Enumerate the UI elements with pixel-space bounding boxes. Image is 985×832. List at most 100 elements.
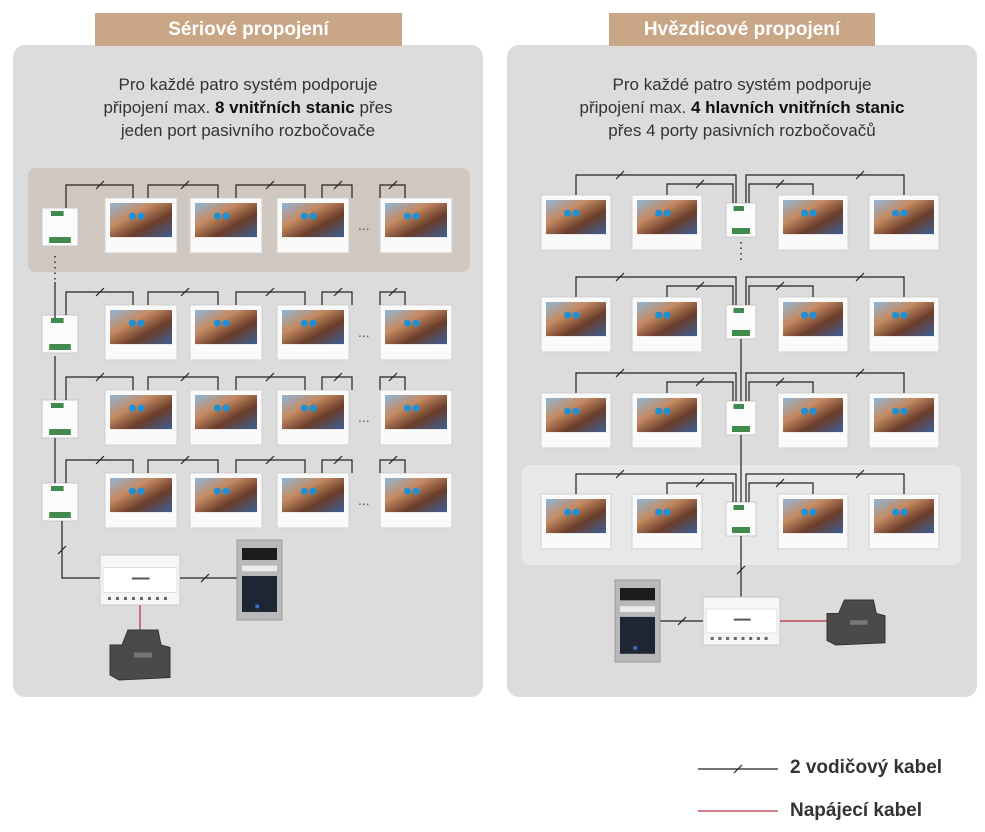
passive-splitter [41, 207, 79, 247]
monitor-screen [546, 302, 606, 337]
door-station [236, 539, 283, 621]
monitor-screen-detail [900, 209, 908, 217]
monitor-screen-detail [412, 404, 420, 412]
door-station-nameplate [242, 565, 277, 572]
bus-cable [745, 372, 905, 401]
monitor-screen-detail [137, 487, 145, 495]
bus-cable [748, 381, 814, 401]
indoor-monitor [189, 304, 263, 361]
cable-slash-mark [180, 287, 190, 297]
monitor-screen [110, 203, 172, 238]
bus-cable [321, 459, 353, 473]
indoor-monitor [276, 304, 350, 361]
bus-cable [745, 174, 905, 203]
passive-splitter [725, 400, 757, 436]
indoor-monitor [868, 493, 940, 550]
indoor-monitor [777, 392, 849, 449]
power-supply-label [850, 620, 868, 625]
bus-cable [321, 291, 353, 305]
indoor-monitor [104, 472, 178, 529]
monitor-screen-detail [412, 487, 420, 495]
monitor-screen [110, 310, 172, 345]
splitter-terminal [733, 404, 744, 409]
splitter-terminal [49, 237, 71, 243]
monitor-screen [637, 200, 697, 235]
monitor-screen [385, 395, 447, 430]
cable-slash-mark [180, 455, 190, 465]
distributor-panel [705, 608, 778, 634]
serial-desc-line-3: jeden port pasivního rozbočovače [120, 121, 376, 140]
distributor-terminal [741, 637, 745, 640]
cable-slash-mark [775, 281, 785, 291]
indoor-monitor [777, 493, 849, 550]
indoor-monitor [104, 197, 178, 254]
cable-slash-mark [57, 545, 67, 555]
monitor-screen [783, 499, 843, 534]
cable-slash-mark [615, 368, 625, 378]
monitor-screen [783, 200, 843, 235]
monitor-screen [282, 478, 344, 513]
serial-desc-2a: připojení max. [103, 98, 215, 117]
door-station-button [633, 646, 638, 651]
monitor-screen-detail [655, 311, 663, 319]
monitor-screen-detail [222, 404, 230, 412]
door-station [614, 579, 661, 663]
monitor-screen-detail [892, 311, 900, 319]
monitor-screen [385, 203, 447, 238]
star-desc-line-3: přes 4 porty pasivních rozbočovačů [608, 121, 876, 140]
monitor-screen [195, 395, 257, 430]
bus-cable [147, 184, 219, 198]
cable-slash-mark [855, 368, 865, 378]
indoor-monitor [540, 392, 612, 449]
monitor-screen-detail [655, 508, 663, 516]
indoor-monitor [104, 304, 178, 361]
indoor-monitor [540, 493, 612, 550]
distributor-unit [702, 596, 781, 646]
cable-slash-mark [265, 455, 275, 465]
splitter-terminal [51, 486, 64, 491]
indoor-monitor [540, 296, 612, 353]
monitor-screen-detail [213, 212, 221, 220]
cable-slash-mark [615, 469, 625, 479]
passive-splitter [725, 501, 757, 537]
cable-slash-mark [388, 180, 398, 190]
distributor-terminal [124, 597, 127, 600]
bus-cable [745, 473, 905, 502]
monitor-screen-detail [128, 212, 136, 220]
passive-splitter [41, 314, 79, 354]
monitor-screen [195, 310, 257, 345]
indoor-monitor [276, 197, 350, 254]
monitor-screen-detail [137, 404, 145, 412]
cable-slash-mark [95, 180, 105, 190]
monitor-screen-detail [564, 407, 572, 415]
monitor-screen [546, 499, 606, 534]
monitor-screen-detail [137, 212, 145, 220]
monitor-screen-detail [564, 508, 572, 516]
door-station-camera [620, 588, 655, 601]
distributor-terminal [148, 597, 151, 600]
monitor-screen-detail [403, 404, 411, 412]
monitor-screen-detail [128, 487, 136, 495]
indoor-monitor [379, 197, 453, 254]
bus-cable [147, 376, 219, 390]
cable-slash-mark [775, 478, 785, 488]
power-supply [826, 599, 886, 646]
monitor-screen-detail [564, 209, 572, 217]
star-desc-2b: 4 hlavních vnitřních stanic [690, 98, 905, 117]
distributor-terminal [726, 637, 730, 640]
monitor-screen-detail [801, 508, 809, 516]
bus-cable [575, 473, 737, 502]
distributor-terminal [164, 597, 167, 600]
cable-slash-mark [180, 372, 190, 382]
indoor-monitor [777, 296, 849, 353]
monitor-screen-detail [572, 209, 580, 217]
monitor-screen-detail [213, 404, 221, 412]
monitor-screen [874, 302, 934, 337]
cable-slash-mark [775, 377, 785, 387]
bus-cable [235, 376, 306, 390]
monitor-screen-detail [572, 508, 580, 516]
monitor-screen-detail [663, 407, 671, 415]
monitor-screen-detail [300, 487, 308, 495]
passive-splitter [41, 399, 79, 439]
cable-slash-mark [388, 455, 398, 465]
